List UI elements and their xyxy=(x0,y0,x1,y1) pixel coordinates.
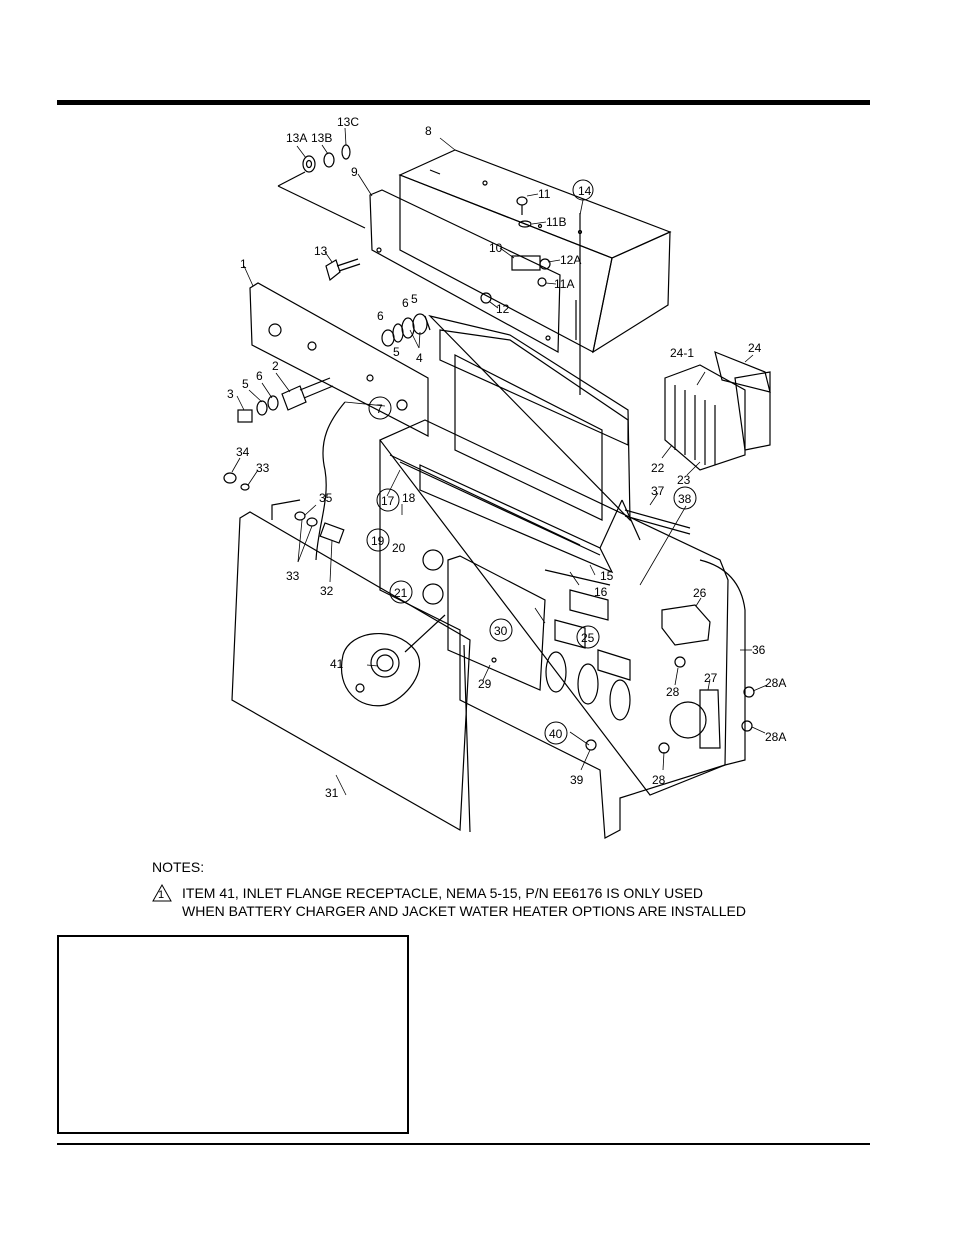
callout-39: 39 xyxy=(570,773,584,787)
bottom-rule xyxy=(57,1143,870,1145)
front-door-31 xyxy=(231,511,471,833)
callout-31: 31 xyxy=(325,786,339,800)
callout-28b: 28 xyxy=(652,773,666,787)
breaker-bank-22-24 xyxy=(664,351,771,471)
callout-6c: 6 xyxy=(256,369,263,383)
callout-11b: 11B xyxy=(546,215,566,229)
inlet-receptacle-41 xyxy=(340,614,446,707)
callout-7: 7 xyxy=(376,402,383,416)
callout-40: 40 xyxy=(549,727,563,741)
callout-11: 11 xyxy=(538,187,551,201)
callout-13a: 13A xyxy=(286,131,307,145)
callout-13c: 13C xyxy=(337,115,359,129)
callout-41: 41 xyxy=(330,657,344,671)
callout-13b: 13B xyxy=(311,131,332,145)
cable xyxy=(315,401,346,561)
callout-36: 36 xyxy=(752,643,766,657)
callout-34: 34 xyxy=(236,445,250,459)
note-1: 1 ITEM 41, INLET FLANGE RECEPTACLE, NEMA… xyxy=(152,884,822,920)
leader-lines xyxy=(231,127,768,796)
callout-32: 32 xyxy=(320,584,334,598)
callout-30: 30 xyxy=(494,624,508,638)
callout-10: 10 xyxy=(489,241,503,255)
callout-18: 18 xyxy=(402,491,416,505)
blank-reference-box xyxy=(57,935,409,1134)
notes-section: NOTES: 1 ITEM 41, INLET FLANGE RECEPTACL… xyxy=(152,858,822,920)
callout-23: 23 xyxy=(677,473,691,487)
plate-29-30 xyxy=(447,555,546,691)
callout-12: 12 xyxy=(496,302,510,316)
callout-13: 13 xyxy=(314,244,328,258)
rod-14 xyxy=(575,213,581,395)
top-rule xyxy=(57,100,870,105)
callout-22: 22 xyxy=(651,461,665,475)
callout-17: 17 xyxy=(381,494,395,508)
callout-5b: 5 xyxy=(393,345,400,359)
callout-24: 24 xyxy=(748,341,762,355)
callout-5a: 5 xyxy=(411,292,418,306)
enclosure-box-8 xyxy=(398,149,672,354)
callout-11a: 11A xyxy=(554,277,574,291)
callout-15: 15 xyxy=(600,569,614,583)
callout-19: 19 xyxy=(371,534,385,548)
warning-triangle-icon: 1 xyxy=(152,884,182,902)
terminal-post-2 xyxy=(237,377,334,423)
callout-14: 14 xyxy=(578,184,592,198)
circled-callout-markers xyxy=(366,179,697,745)
callout-21: 21 xyxy=(394,586,408,600)
connector-stack-4-5-6 xyxy=(381,313,431,347)
callout-6a: 6 xyxy=(402,296,409,310)
note-line-2: WHEN BATTERY CHARGER AND JACKET WATER HE… xyxy=(182,903,746,919)
callout-29: 29 xyxy=(478,677,492,691)
callout-labels: 13A 13B 13C 9 8 13 1 14 11 11B 10 12A 11… xyxy=(227,115,786,800)
callout-3: 3 xyxy=(227,387,234,401)
callout-8: 8 xyxy=(425,124,432,138)
misc-hardware xyxy=(585,509,755,751)
callout-37: 37 xyxy=(651,484,665,498)
note-1-text: ITEM 41, INLET FLANGE RECEPTACLE, NEMA 5… xyxy=(182,884,822,920)
callout-28a: 28 xyxy=(666,685,680,699)
callout-2: 2 xyxy=(272,359,279,373)
callout-1: 1 xyxy=(240,257,247,271)
notes-title: NOTES: xyxy=(152,859,205,875)
callout-6b: 6 xyxy=(377,309,384,323)
callout-25: 25 xyxy=(581,631,595,645)
callout-9: 9 xyxy=(351,165,358,179)
main-panel-36 xyxy=(379,314,746,839)
hardware-10-11-12 xyxy=(480,196,551,304)
front-plate-1 xyxy=(249,282,429,437)
callout-20: 20 xyxy=(392,541,406,555)
callout-28A-1: 28A xyxy=(765,676,786,690)
callout-35: 35 xyxy=(319,491,333,505)
callout-38: 38 xyxy=(678,492,692,506)
callout-5c: 5 xyxy=(242,377,249,391)
note-line-1: ITEM 41, INLET FLANGE RECEPTACLE, NEMA 5… xyxy=(182,885,704,901)
hardware-13 xyxy=(277,144,366,282)
callout-4: 4 xyxy=(416,351,423,365)
receptacles-26-27 xyxy=(658,604,721,754)
callout-27: 27 xyxy=(704,671,718,685)
callout-28A-2: 28A xyxy=(765,730,786,744)
cover-plate-9 xyxy=(369,189,561,353)
hardware-32-35 xyxy=(223,472,345,544)
callout-33a: 33 xyxy=(256,461,270,475)
callout-26: 26 xyxy=(693,586,707,600)
callout-33b: 33 xyxy=(286,569,300,583)
callout-16: 16 xyxy=(594,585,608,599)
note-marker-number: 1 xyxy=(158,889,165,901)
callout-12a: 12A xyxy=(560,253,581,267)
callout-24-1: 24-1 xyxy=(670,346,694,360)
